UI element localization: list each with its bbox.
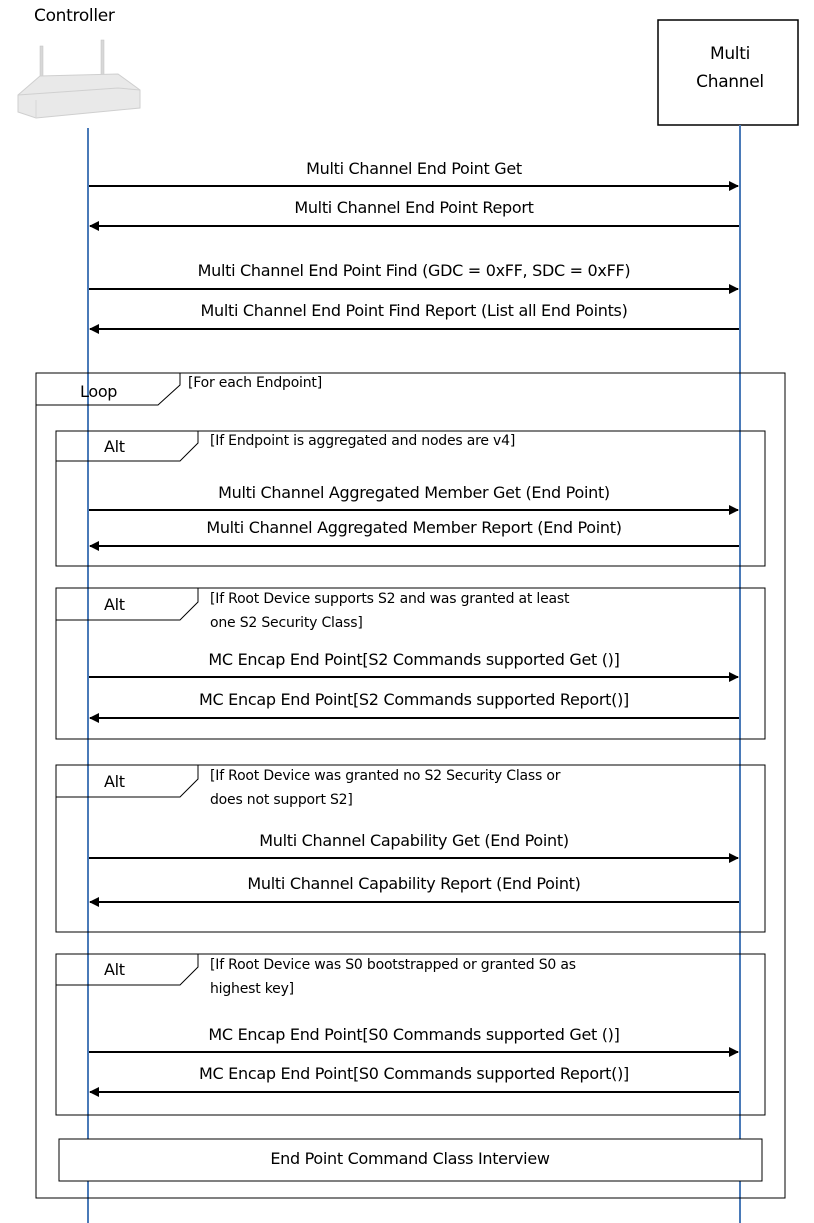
alt-frame-4 <box>55 953 766 1116</box>
msg-label-2: Multi Channel End Point Report <box>294 198 534 217</box>
multi-channel-box <box>657 19 799 126</box>
interview-box-label: End Point Command Class Interview <box>270 1149 550 1168</box>
loop-guard: [For each Endpoint] <box>188 375 322 391</box>
alt3-guard-line2: does not support S2] <box>210 792 353 808</box>
alt1-guard: [If Endpoint is aggregated and nodes are… <box>210 433 516 449</box>
msg-label-11: MC Encap End Point[S0 Commands supported… <box>208 1025 620 1044</box>
msg-label-7: MC Encap End Point[S2 Commands supported… <box>208 650 620 669</box>
alt-frame-2 <box>55 587 766 740</box>
alt2-guard-line1: [If Root Device supports S2 and was gran… <box>210 591 570 607</box>
msg-label-4: Multi Channel End Point Find Report (Lis… <box>200 301 628 320</box>
interview-box <box>58 1138 763 1182</box>
loop-frame <box>35 372 786 1199</box>
msg-label-3: Multi Channel End Point Find (GDC = 0xFF… <box>197 261 631 280</box>
alt2-guard-line2: one S2 Security Class] <box>210 615 363 631</box>
alt4-keyword: Alt <box>104 960 125 979</box>
alt-frame-1 <box>55 430 766 567</box>
msg-label-1: Multi Channel End Point Get <box>306 159 522 178</box>
alt3-keyword: Alt <box>104 772 125 791</box>
alt4-guard-line1: [If Root Device was S0 bootstrapped or g… <box>210 957 576 973</box>
router-icon <box>17 39 141 119</box>
alt1-keyword: Alt <box>104 437 125 456</box>
alt4-guard-line2: highest key] <box>210 981 294 997</box>
loop-keyword: Loop <box>80 382 118 401</box>
alt3-guard-line1: [If Root Device was granted no S2 Securi… <box>210 768 561 784</box>
msg-label-6: Multi Channel Aggregated Member Report (… <box>206 518 622 537</box>
alt-frame-3 <box>55 764 766 933</box>
multi-channel-label-line1: Multi <box>709 44 751 64</box>
controller-label: Controller <box>34 6 115 26</box>
msg-label-5: Multi Channel Aggregated Member Get (End… <box>218 483 610 502</box>
msg-label-9: Multi Channel Capability Get (End Point) <box>259 831 569 850</box>
msg-label-8: MC Encap End Point[S2 Commands supported… <box>199 690 629 709</box>
msg-label-12: MC Encap End Point[S0 Commands supported… <box>199 1064 629 1083</box>
msg-label-10: Multi Channel Capability Report (End Poi… <box>247 874 581 893</box>
alt2-keyword: Alt <box>104 595 125 614</box>
multi-channel-label-line2: Channel <box>696 72 764 92</box>
